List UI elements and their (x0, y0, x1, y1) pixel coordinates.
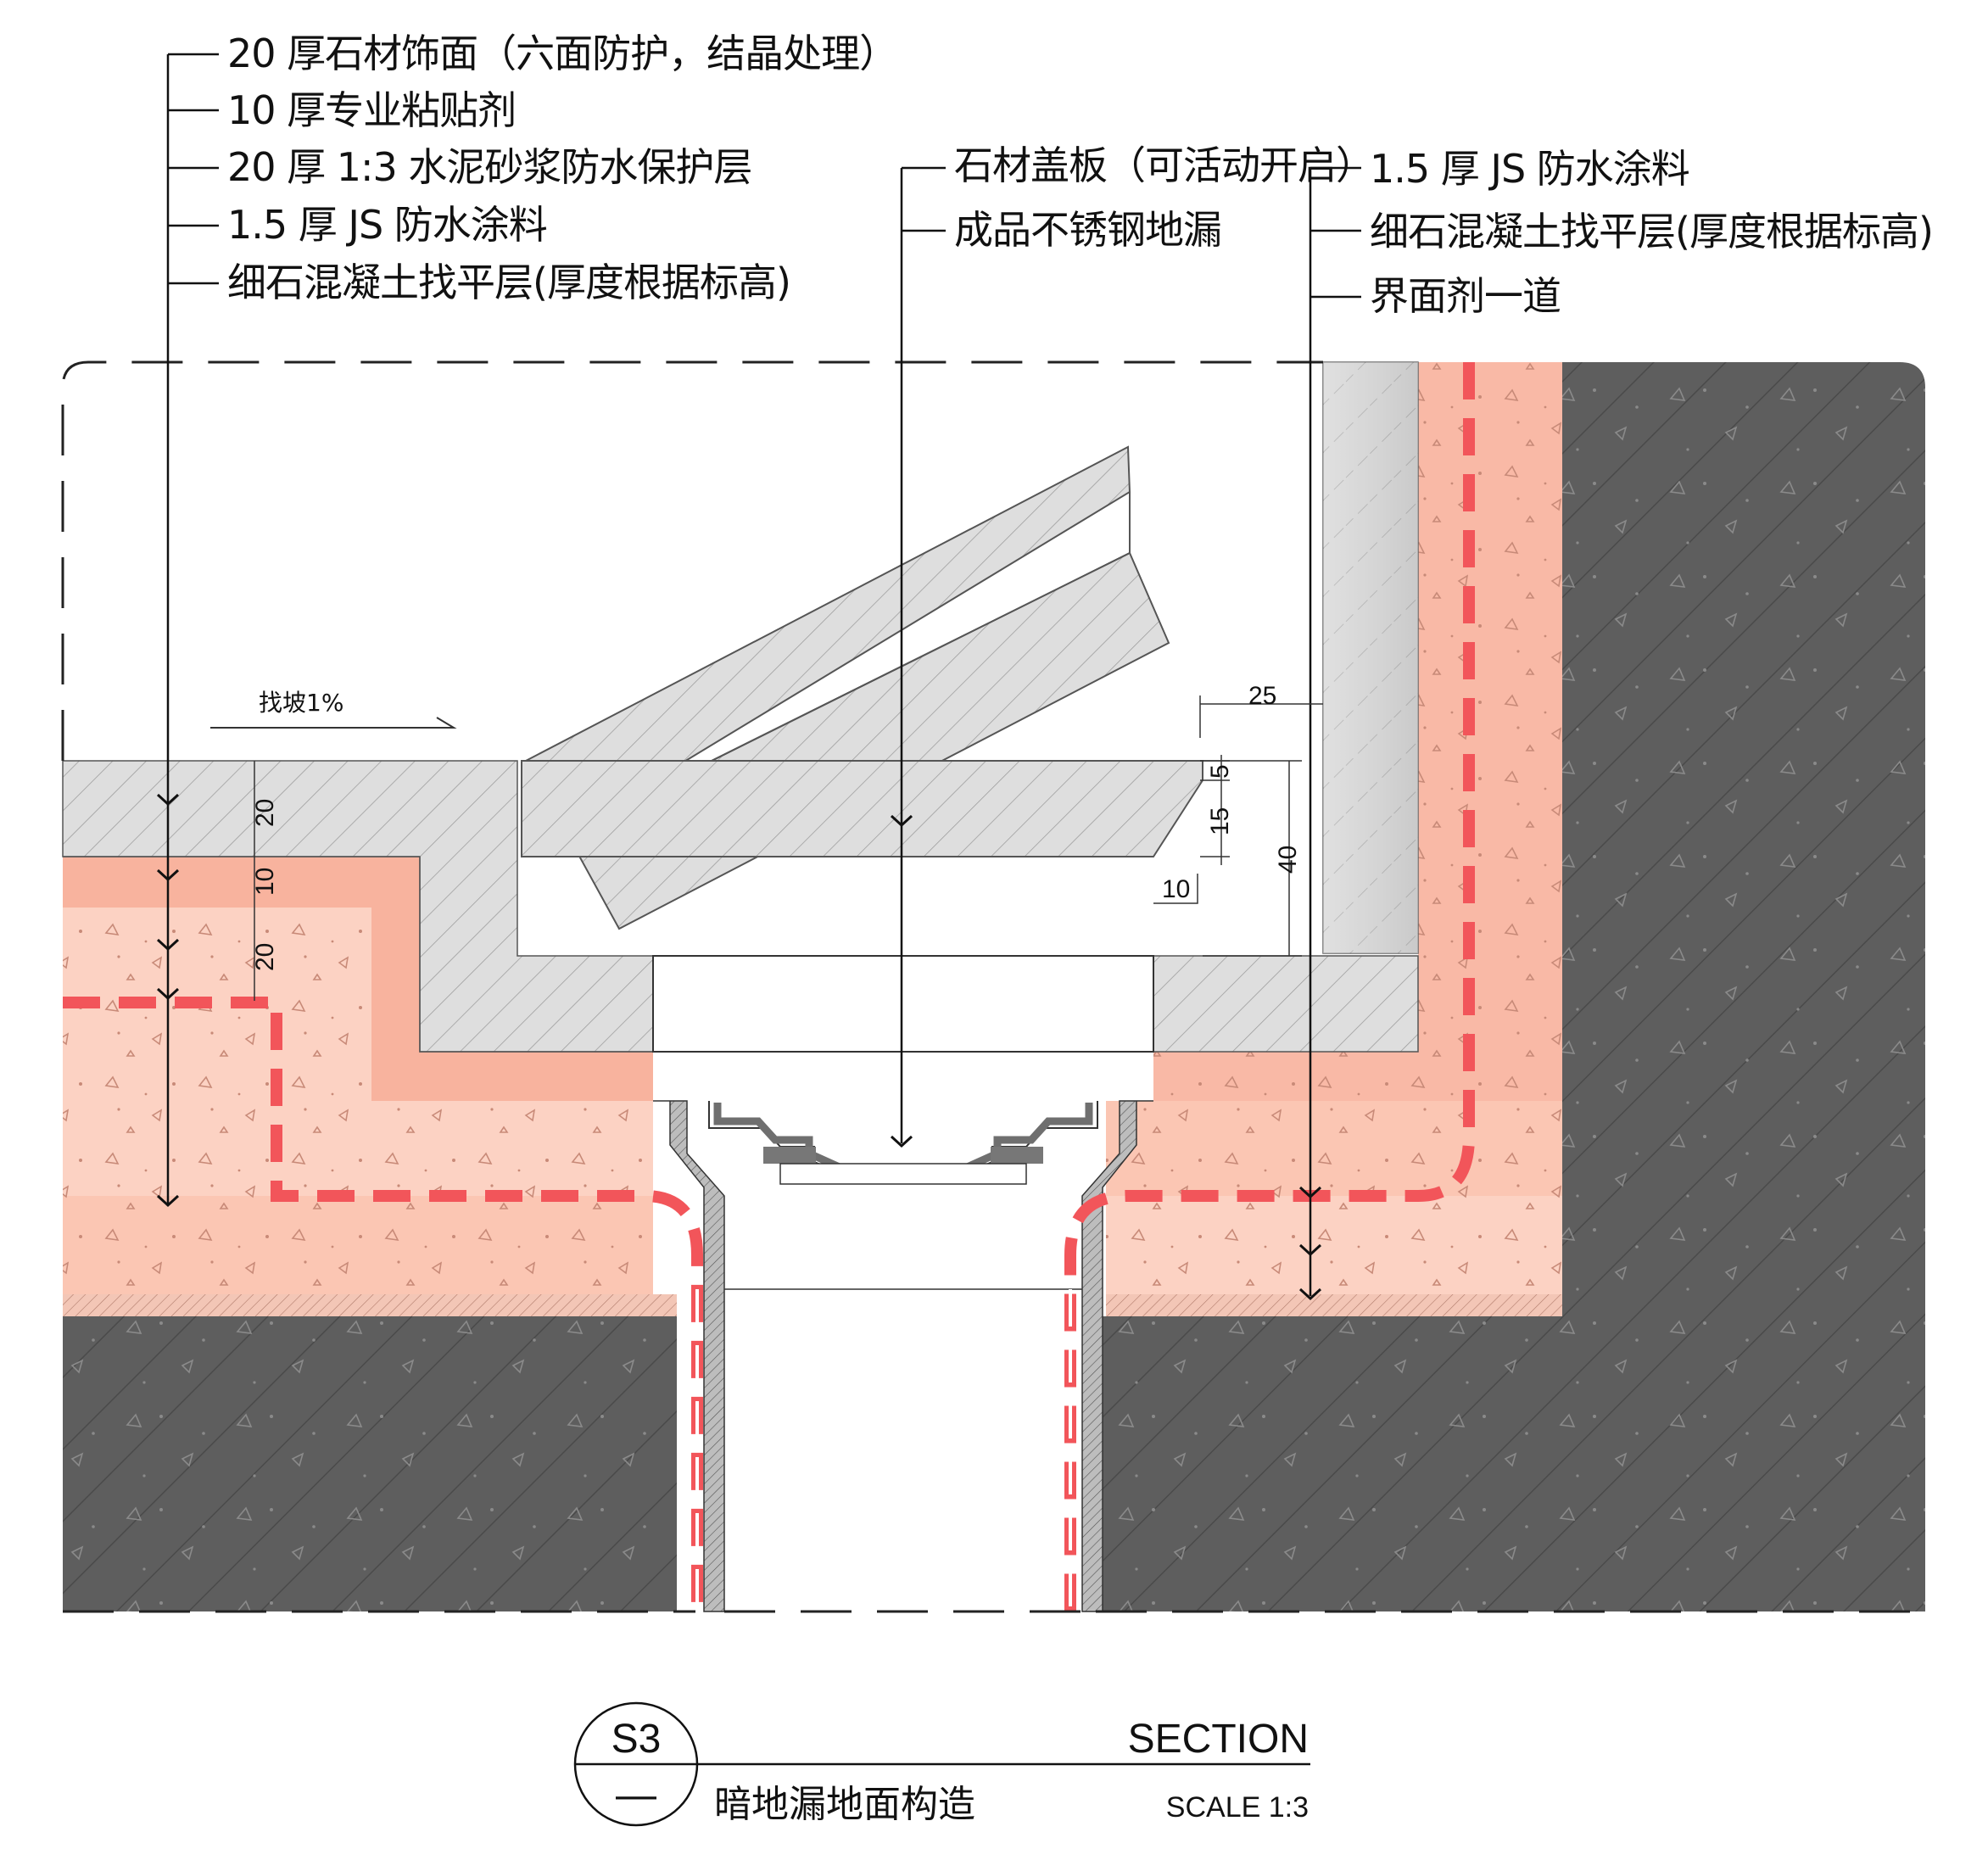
title-block: S3 — SECTION 暗地漏地面构造 SCALE 1:3 (573, 1701, 1310, 1827)
stone-cover-seated (521, 760, 1203, 857)
dim-15: 15 (1206, 807, 1234, 835)
concrete-slab-right (1096, 1316, 1925, 1611)
dim-10-right: 10 (1162, 875, 1190, 903)
callout-leveling-right: 细石混凝土找平层(厚度根据标高) (1370, 209, 1934, 254)
waterproof-coating (63, 362, 1475, 1611)
callout-stainless-drain: 成品不锈钢地漏 (954, 207, 1222, 253)
drawing-title: 暗地漏地面构造 (714, 1783, 975, 1826)
slope-arrow (210, 717, 457, 729)
interface-layer-left (63, 1294, 677, 1316)
callout-js-coating-right: 1.5 厚 JS 防水涂料 (1370, 146, 1690, 192)
callout-stone-finish: 20 厚石材饰面（六面防护，结晶处理） (227, 31, 898, 76)
leveling-layer-right (1106, 362, 1562, 1294)
leveling-layer-left (63, 857, 653, 1294)
callout-mortar-protection: 20 厚 1:3 水泥砂浆防水保护层 (227, 144, 752, 190)
leader-arrows (156, 793, 1322, 1301)
dim-10-left: 10 (251, 868, 279, 896)
slope-note: 找坡1% (259, 689, 343, 717)
callout-interface-agent: 界面剂一道 (1370, 273, 1561, 319)
interface-layer-right (1106, 1294, 1562, 1316)
concrete-slab-left (63, 1316, 677, 1611)
concrete-wall (1562, 362, 1925, 1316)
dim-25: 25 (1248, 682, 1276, 710)
sheet-ref: — (616, 1773, 656, 1818)
dim-40: 40 (1274, 846, 1302, 874)
floor-drain (652, 955, 1154, 1612)
callout-leveling-left: 细石混凝土找平层(厚度根据标高) (227, 260, 791, 305)
callout-adhesive: 10 厚专业粘贴剂 (227, 87, 517, 133)
dim-5: 5 (1206, 764, 1234, 779)
stone-wall-right (1153, 361, 1419, 1053)
drawing-scale: SCALE 1:3 (1166, 1791, 1309, 1824)
detail-number: S3 (611, 1717, 662, 1762)
waterproof-inner (695, 1289, 1072, 1611)
callout-stone-cover: 石材盖板（可活动开启） (954, 142, 1375, 188)
view-type: SECTION (1128, 1717, 1309, 1762)
callout-js-coating-left: 1.5 厚 JS 防水涂料 (227, 202, 548, 248)
dimension-lines (254, 695, 1323, 1001)
boundary-outline (61, 360, 1925, 1613)
dim-20-bottom: 20 (251, 943, 279, 971)
dim-20-top: 20 (251, 799, 279, 827)
mortar-layer-left (63, 857, 653, 1101)
leader-lines (166, 53, 1361, 1296)
